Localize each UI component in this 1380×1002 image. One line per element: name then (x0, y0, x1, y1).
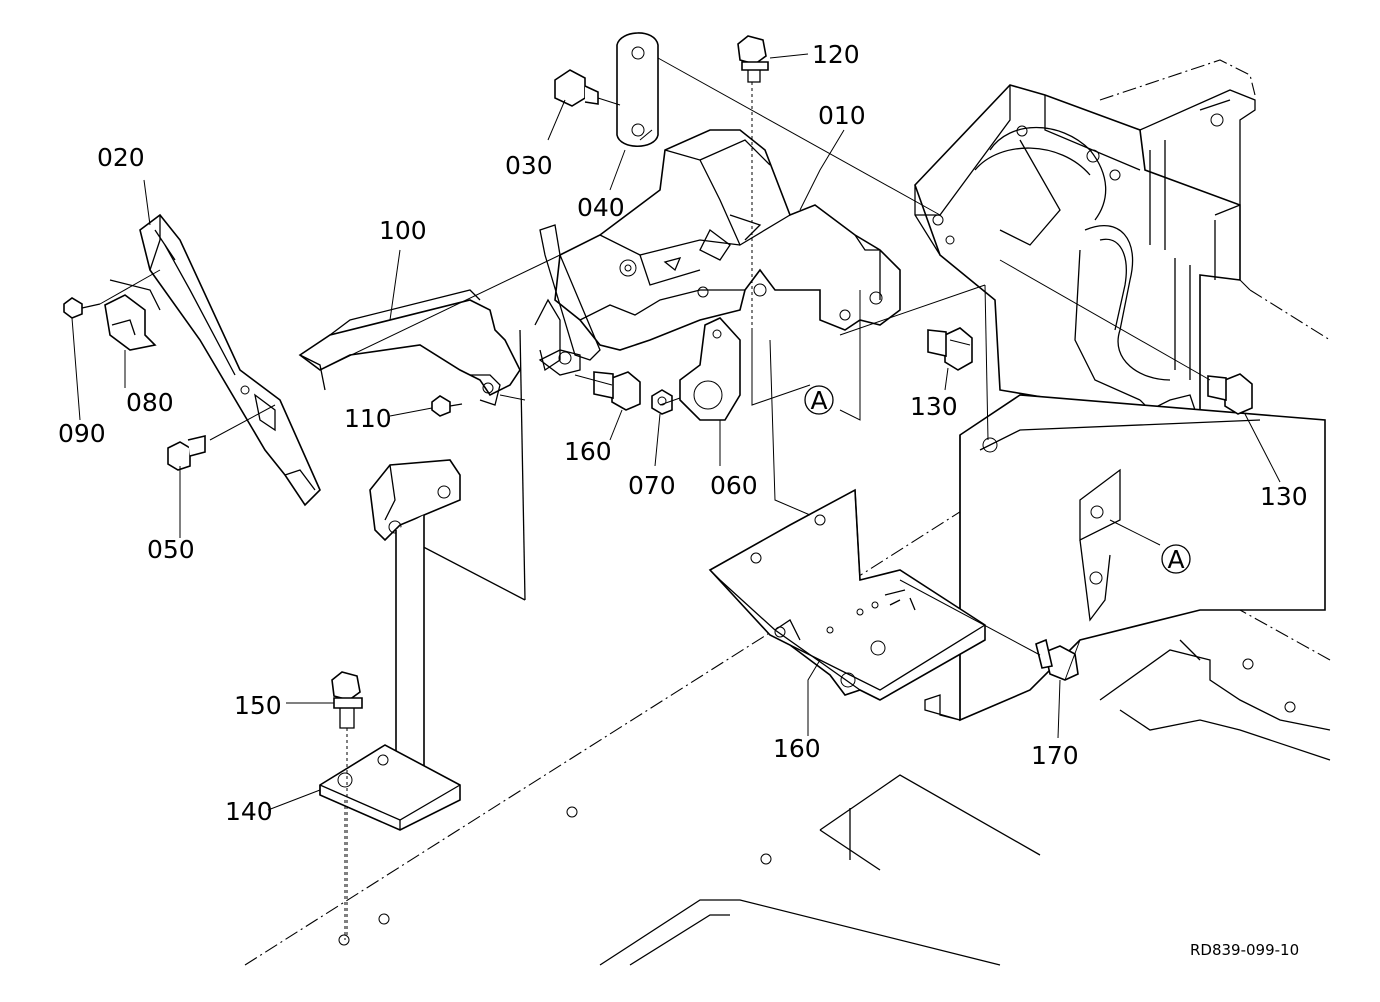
mount-plate-right (924, 394, 1326, 722)
frame-housing (914, 59, 1256, 426)
screw-110 (431, 395, 463, 417)
bracket-080 (104, 279, 161, 351)
plate-040 (616, 32, 659, 147)
label-100: 100 (379, 216, 427, 245)
ref-mark-a2: A (1167, 545, 1184, 574)
label-120: 120 (812, 40, 860, 69)
label-040: 040 (577, 193, 625, 222)
stay-140 (319, 459, 461, 831)
label-050: 050 (147, 535, 195, 564)
reference-marks: A A (804, 385, 1191, 574)
bracket-060 (679, 317, 741, 421)
label-030: 030 (505, 151, 553, 180)
drawing-code: RD839-099-10 (1190, 941, 1299, 959)
bolt-120 (737, 35, 769, 83)
bolt-130-upper (927, 327, 973, 371)
lever-100 (298, 224, 601, 601)
part-labels: 010 020 030 040 050 060 070 080 090 100 … (58, 40, 1308, 826)
screw-090 (63, 297, 101, 319)
label-160-lower: 160 (773, 734, 821, 763)
label-110: 110 (344, 404, 392, 433)
bolt-170 (1035, 638, 1079, 681)
label-150: 150 (234, 691, 282, 720)
bolt-160-upper (593, 371, 641, 411)
label-080: 080 (126, 388, 174, 417)
bolt-030 (554, 69, 599, 107)
ref-circle-a2 (1161, 544, 1191, 574)
label-130-upper: 130 (910, 392, 958, 421)
panel-020 (139, 213, 321, 507)
label-070: 070 (628, 471, 676, 500)
label-leaders (71, 53, 1281, 811)
label-090: 090 (58, 419, 106, 448)
label-170: 170 (1031, 741, 1079, 770)
bolt-050 (167, 434, 206, 471)
ref-circle-a1 (804, 385, 834, 415)
bolt-150 (331, 671, 363, 729)
label-140: 140 (225, 797, 273, 826)
bolt-130-right (1207, 373, 1253, 415)
label-130-right: 130 (1260, 482, 1308, 511)
nut-070 (651, 389, 673, 415)
assembly-lines (99, 57, 1211, 940)
support-plate-160 (708, 488, 986, 701)
fasteners (63, 35, 1253, 729)
label-020: 020 (97, 143, 145, 172)
label-160-upper: 160 (564, 437, 612, 466)
ref-mark-a1: A (810, 386, 827, 415)
label-060: 060 (710, 471, 758, 500)
label-010: 010 (818, 101, 866, 130)
